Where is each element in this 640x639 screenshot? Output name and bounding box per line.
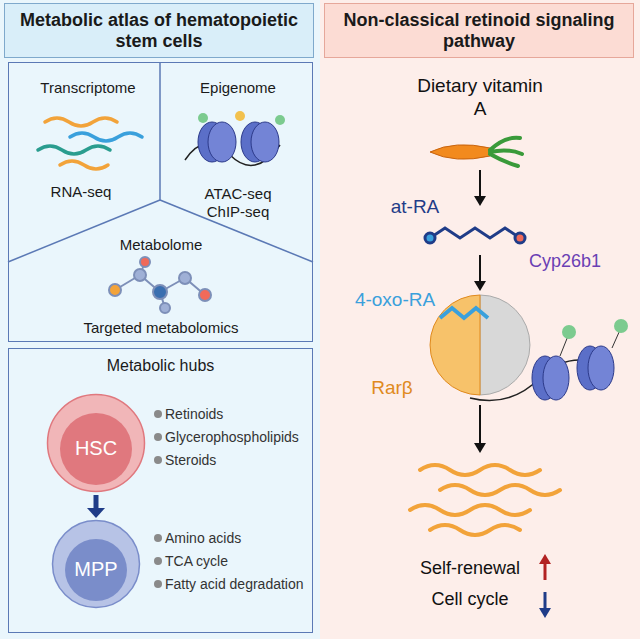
- section-label: RNA-seq: [31, 183, 131, 201]
- rna-strands: [38, 118, 142, 169]
- change-arrows: [539, 554, 551, 618]
- annotation-label: Steroids: [165, 452, 216, 469]
- annotation-label: at-RA: [391, 196, 440, 219]
- annotation-label: 4-oxo-RA: [355, 289, 435, 312]
- nucleosome-pair: [185, 111, 285, 165]
- panel: Metabolic atlas of hematopoietic stem ce…: [0, 0, 320, 639]
- right-panel-ground: [320, 0, 640, 639]
- bullet-dots: [154, 410, 162, 588]
- panel-heading: Metabolic atlas of hematopoietic stem ce…: [4, 3, 314, 58]
- carrot-illustration: [430, 138, 522, 166]
- chromatin-illustration: [470, 319, 628, 401]
- annotation-label: TCA cycle: [165, 553, 228, 570]
- annotation-label: Rarβ: [371, 377, 413, 400]
- metabolite-network: [109, 257, 211, 313]
- annotation-label: Self-renewal: [420, 558, 520, 580]
- annotation-label: Fatty acid degradation: [165, 576, 304, 593]
- box-heading: Metabolic hubs: [9, 357, 312, 375]
- section-label: Epigenome: [168, 79, 308, 97]
- transition-arrow: [87, 495, 105, 518]
- at-ra-molecule: [425, 228, 525, 243]
- section-box: TranscriptomeRNA-seq EpigenomeATAC-seq Ch…: [8, 62, 313, 342]
- section-dividers: [8, 62, 313, 262]
- annotation-label: Retinoids: [165, 406, 223, 423]
- annotation-label: Cyp26b1: [529, 251, 601, 273]
- section-label: Targeted metabolomics: [61, 319, 261, 337]
- section-label: Transcriptome: [18, 79, 158, 97]
- section-label: ATAC-seq ChIP-seq: [193, 185, 283, 221]
- cell-label: HSC: [46, 393, 146, 493]
- section-label: Metabolome: [91, 236, 231, 254]
- annotation-label: Cell cycle: [431, 589, 508, 611]
- cell-circle: MPP: [51, 519, 141, 609]
- panel-heading: Non-classical retinoid signaling pathway: [324, 3, 634, 58]
- transcript-strands: [410, 465, 560, 535]
- cell-label: MPP: [51, 519, 141, 609]
- cell-circle: HSC: [46, 393, 146, 493]
- annotation-label: Dietary vitamin A: [415, 75, 545, 121]
- annotation-label: Glycerophospholipids: [165, 429, 299, 446]
- left-panel-ground: [0, 0, 320, 639]
- receptor-half-circle: [430, 295, 530, 395]
- annotation-label: Amino acids: [165, 530, 241, 547]
